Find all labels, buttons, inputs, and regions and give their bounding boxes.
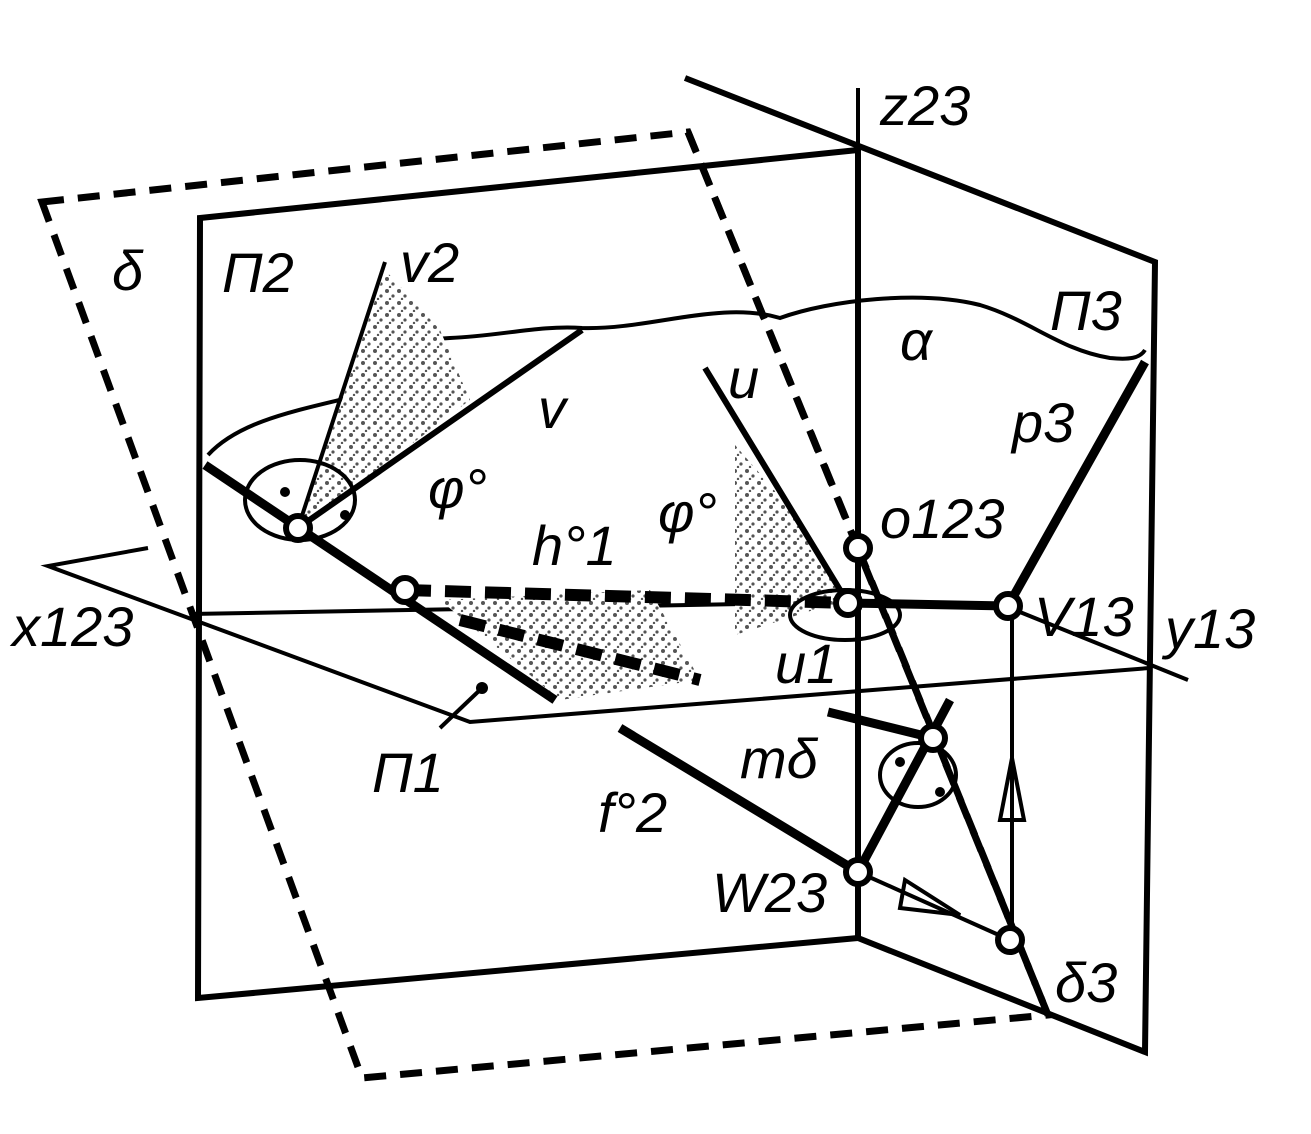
line-w-delta3 [857,870,1011,942]
line-v [296,327,584,531]
label-x123: x123 [9,595,133,658]
label-u: u [728,347,759,410]
right-angle-lower [878,741,958,809]
label-p3: p3 [1010,391,1074,454]
point-left [283,513,313,543]
label-phi-left: φ° [428,457,487,520]
axis-y13 [1009,606,1189,682]
plane-pi3 [683,75,1159,1057]
point-w23 [843,857,873,887]
point-delta3 [995,925,1025,955]
label-pi1: Π1 [372,741,444,804]
label-v2: v2 [400,231,459,294]
label-y13: y13 [1161,597,1255,660]
label-w23: W23 [712,861,827,924]
label-h1: h°1 [532,514,617,577]
point-h1-start [390,575,420,605]
label-phi-center: φ° [658,481,717,544]
line-delta-axis [684,130,862,550]
line-p3 [1004,359,1149,609]
label-v13: V13 [1034,585,1134,648]
label-pi3: Π3 [1050,279,1122,342]
label-z23: z23 [879,74,970,137]
label-v: v [538,377,569,440]
plane-pi1 [40,546,1151,725]
point-m-delta [918,723,948,753]
arrow-head-right [897,876,962,917]
label-f2: f°2 [598,781,667,844]
point-v13 [993,591,1023,621]
line-delta3 [854,546,1052,1017]
line-o-v13 [847,598,1009,611]
label-o123: o123 [880,487,1005,550]
line-v2 [296,261,387,529]
line-f2 [617,724,861,876]
label-delta: δ [112,239,144,302]
stipple-angle-left [300,270,470,528]
stipple-angle-lower [440,590,700,700]
label-u1: u1 [775,632,837,695]
arrow-head-up [997,757,1027,822]
point-o123-upper [843,533,873,563]
label-delta3: δ3 [1055,951,1117,1014]
label-pi2: Π2 [222,241,294,304]
line-h1 [404,584,849,609]
label-alpha: α [900,309,934,372]
line-u [702,366,851,605]
line-m-delta-top [826,707,935,743]
stipple-angle-center [735,445,845,635]
line-dashed-lower [458,614,702,686]
label-m-delta: mδ [740,727,819,790]
line-trace-left [202,461,558,704]
point-o123 [833,588,863,618]
